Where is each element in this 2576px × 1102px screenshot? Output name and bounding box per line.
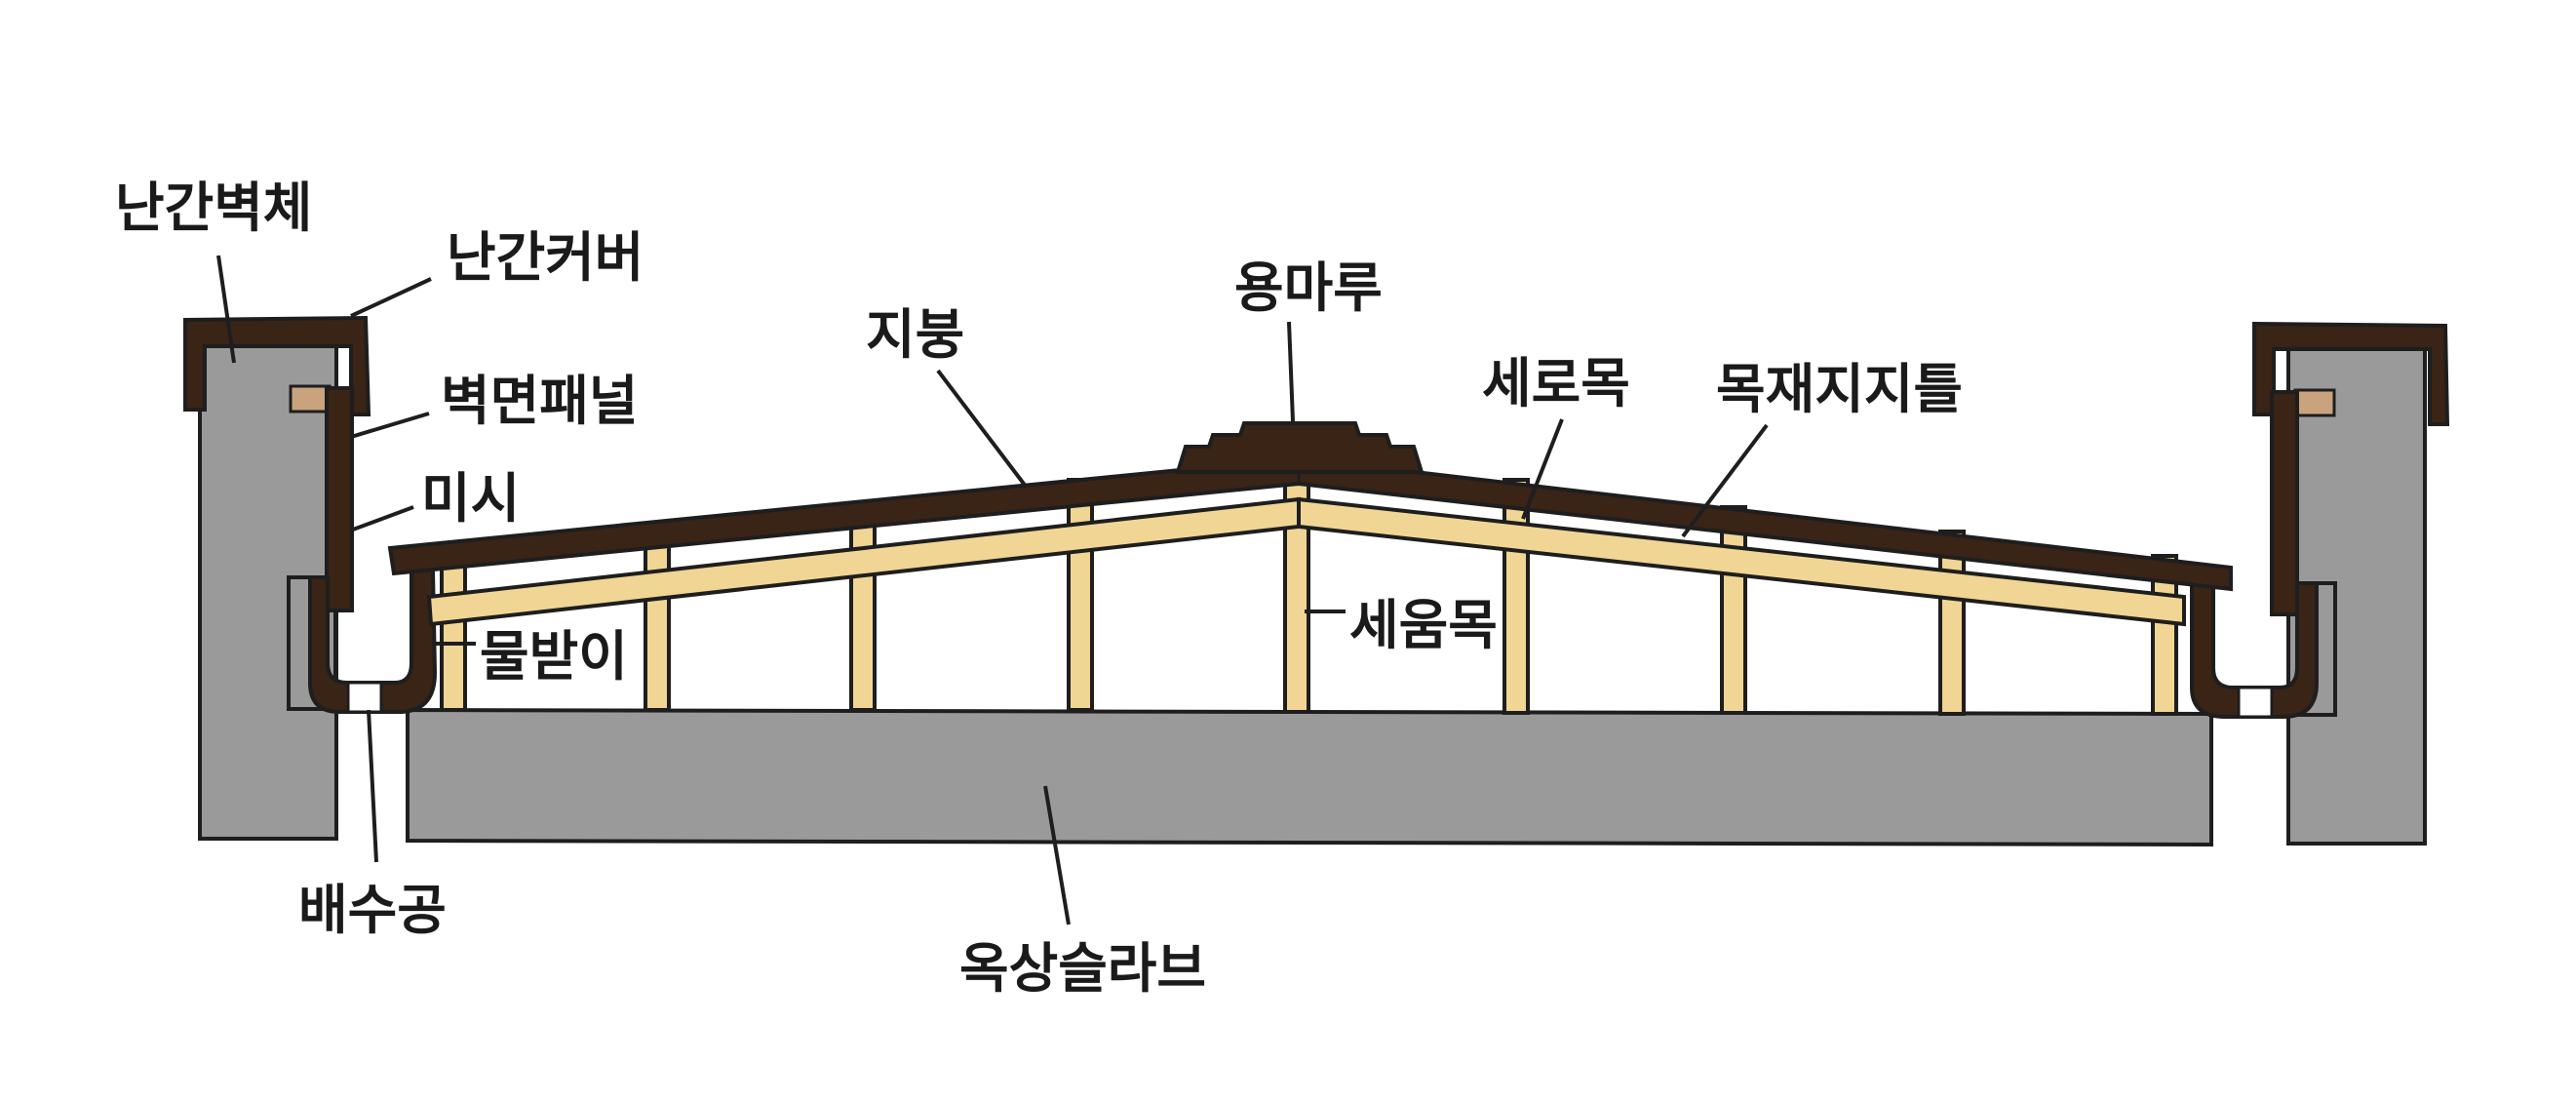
label-ridge: 용마루 [1234, 256, 1383, 319]
wall-panels [325, 386, 2299, 616]
leader-parapet-cover [350, 277, 432, 318]
roof [387, 421, 2233, 592]
right-seal-strip [2293, 388, 2336, 417]
label-post: 세움목 [1349, 594, 1498, 656]
leader-rooftop-slab [1043, 785, 1071, 925]
labels: 난간벽체 난간커버 벽면패널 미시 물받이 배수공 지붕 용마루 세로목 목재지… [115, 177, 1963, 1000]
leader-parapet-wall [216, 255, 236, 364]
label-roof: 지붕 [866, 303, 964, 366]
left-wall-panel [325, 386, 354, 612]
label-drain-hole: 배수공 [298, 879, 447, 941]
right-wall-panel [2270, 390, 2299, 616]
left-seal-strip [289, 384, 332, 413]
right-drain-hole [2237, 686, 2274, 719]
post [849, 505, 877, 712]
label-parapet-wall: 난간벽체 [115, 177, 312, 239]
left-drain-hole [346, 681, 383, 714]
leader-lines [216, 255, 1769, 925]
label-sealant: 미시 [421, 467, 520, 530]
post [1067, 478, 1094, 712]
leader-wall-panel [350, 412, 430, 439]
leader-drain-hole [367, 709, 378, 863]
post [440, 554, 467, 712]
right-rafter [1297, 496, 2186, 627]
label-parapet-cover: 난간커버 [447, 226, 644, 289]
label-vertical-member: 세로목 [1482, 352, 1630, 414]
post [1720, 505, 1747, 715]
post [644, 530, 671, 712]
leader-sealant [352, 505, 414, 531]
rooftop-slab [406, 707, 2213, 847]
leader-vertical-member [1521, 418, 1564, 520]
right-parapet-cover [2252, 321, 2450, 426]
label-wall-panel: 벽면패널 [441, 370, 638, 432]
leader-ridge [1287, 321, 1295, 422]
post-center [1283, 449, 1310, 714]
post [1938, 530, 1966, 716]
timber-frame [426, 496, 2186, 627]
label-rooftop-slab: 옥상슬라브 [959, 937, 1206, 1000]
leader-roof [936, 369, 1029, 490]
leader-timber-frame [1681, 423, 1769, 538]
ridge-cap [1175, 421, 1425, 474]
label-gutter: 물받이 [480, 625, 628, 688]
label-timber-frame: 목재지지틀 [1716, 358, 1963, 420]
posts [440, 449, 2178, 716]
gutters [308, 569, 2319, 719]
